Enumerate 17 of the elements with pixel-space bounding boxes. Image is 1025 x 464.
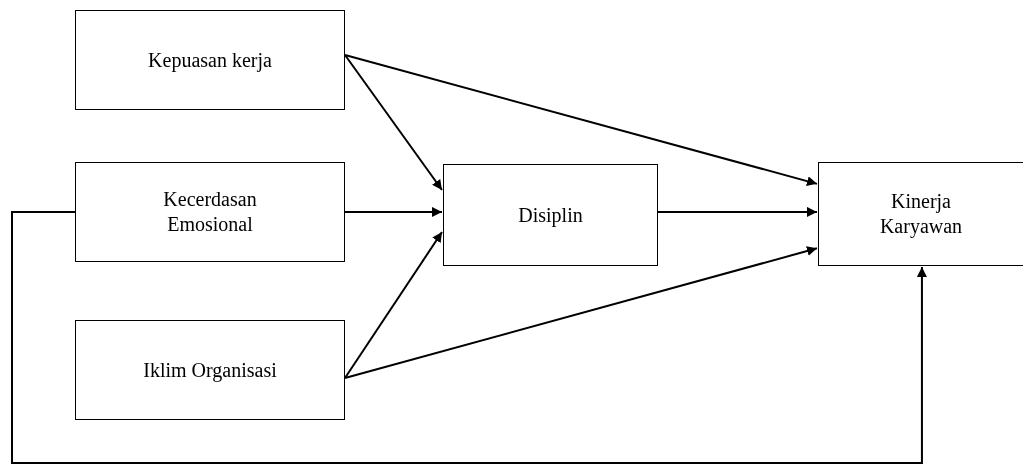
- node-label: Iklim Organisasi: [143, 357, 277, 383]
- arrow: [344, 231, 443, 379]
- arrow: [344, 54, 443, 191]
- arrow: [344, 206, 443, 217]
- arrow: [657, 206, 818, 217]
- process-box: [818, 162, 1023, 266]
- process-box: [443, 164, 658, 266]
- arrow: [344, 54, 818, 187]
- node-label: Disiplin: [518, 202, 583, 228]
- node-label: Kecerdasan Emosional: [162, 187, 258, 237]
- arrow: [11, 211, 927, 464]
- process-box: [75, 162, 345, 262]
- process-box: [75, 10, 345, 110]
- process-box: [75, 320, 345, 420]
- arrow: [344, 246, 818, 379]
- node-label: Kinerja Karyawan: [878, 189, 964, 239]
- node-label: Kepuasan kerja: [148, 47, 272, 73]
